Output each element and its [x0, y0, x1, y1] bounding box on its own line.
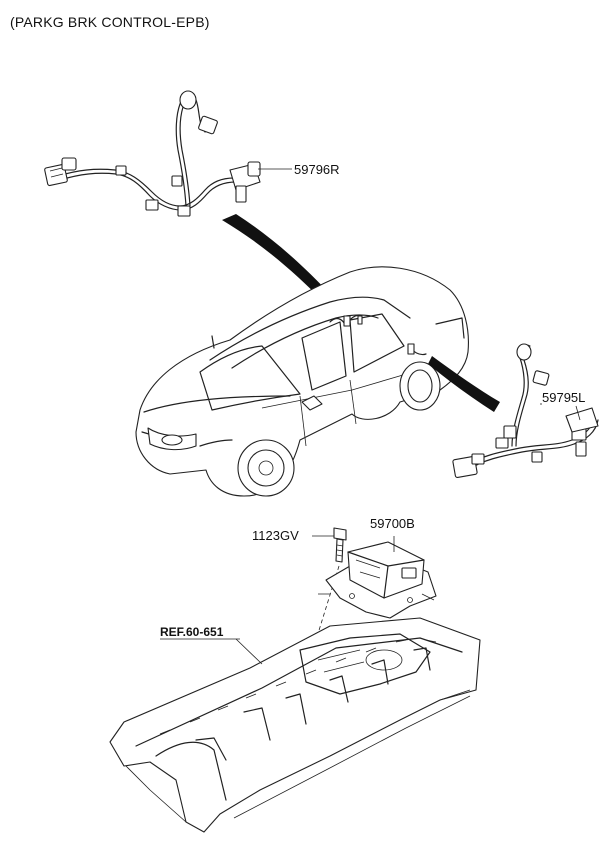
- vehicle-illustration: [135, 266, 469, 497]
- pointer-arrow-left-harness: [428, 356, 500, 412]
- bolt-1123gv-illustration: [333, 527, 347, 563]
- epb-module-illustration: [318, 541, 437, 619]
- bolt-install-line: [315, 565, 340, 641]
- leader-59795l-tip: [575, 405, 581, 421]
- floor-panel-illustration: [109, 617, 481, 833]
- label-1123gv: 1123GV: [252, 528, 299, 543]
- label-59796r: 59796R: [294, 162, 340, 177]
- pointer-arrow-right-harness: [222, 214, 334, 304]
- label-59795l: 59795L: [542, 390, 585, 405]
- harness-59796r-illustration: [44, 90, 261, 217]
- label-ref-floor: REF.60-651: [160, 625, 224, 639]
- harness-59795l-illustration: [452, 343, 599, 479]
- diagram-title: (PARKG BRK CONTROL-EPB): [10, 14, 210, 30]
- label-59700b: 59700B: [370, 516, 415, 531]
- leader-ref: [235, 638, 263, 665]
